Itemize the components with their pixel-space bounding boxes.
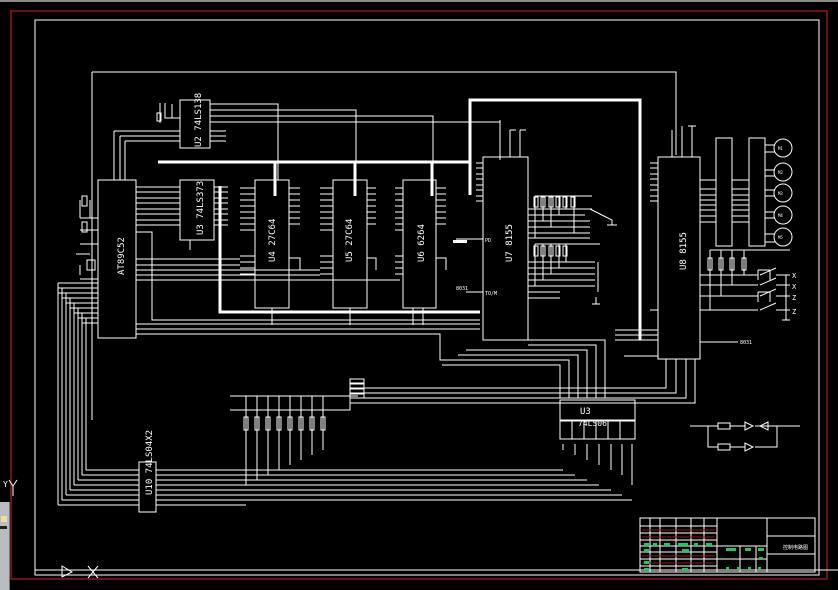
- u3-latch-chip[interactable]: [179, 179, 228, 250]
- title-block-drawing-title: 控制电路图: [783, 544, 808, 551]
- u10-label: U10 74LS04X2: [145, 430, 155, 495]
- motor-label-4: M4: [778, 213, 783, 218]
- u6-label: U6 6264: [417, 224, 427, 262]
- switch-label-1: X: [792, 272, 797, 280]
- display-part: 74LS06: [578, 419, 607, 428]
- u2-chip[interactable]: [114, 99, 501, 180]
- title-block: [639, 517, 816, 573]
- to-m-label: TO/M: [485, 291, 497, 297]
- window-top-bar: [0, 0, 838, 2]
- color-swatch[interactable]: [1, 516, 7, 522]
- title-block-green-cells: [644, 543, 764, 571]
- switch-label-2: X: [792, 283, 797, 291]
- data-bus: [158, 98, 642, 340]
- pd-label: PD: [485, 238, 491, 244]
- u2-label: U2 74LS138: [194, 93, 204, 147]
- u6-sram-chip[interactable]: [395, 179, 447, 325]
- mcu-chip[interactable]: [58, 131, 560, 361]
- motor-label-2: M2: [778, 170, 783, 175]
- u10-driver-chip[interactable]: [57, 283, 632, 513]
- inner-frame: [34, 19, 820, 576]
- net-8031-u8: 8031: [740, 340, 752, 346]
- motor-label-5: M5: [778, 235, 783, 240]
- display-ref: U3: [580, 407, 591, 417]
- switch-label-4: Z: [792, 308, 796, 316]
- sheet-border: [10, 10, 828, 580]
- tool-palette-panel[interactable]: [0, 502, 10, 590]
- u5-eprom-chip[interactable]: [320, 179, 377, 325]
- u4-eprom-chip[interactable]: [240, 179, 301, 325]
- motor-label-1: M1: [778, 146, 783, 151]
- ucs-icon: [8, 479, 838, 579]
- resistor-array: [230, 378, 365, 485]
- motor-label-3: M3: [778, 191, 783, 196]
- net-8031-u7: 8031: [456, 286, 468, 292]
- u7-label: U7 8155: [505, 224, 515, 262]
- palette-divider: [0, 526, 7, 529]
- u4-label: U4 27C64: [268, 219, 278, 262]
- u3-latch-label: U3 74LS373: [196, 181, 206, 235]
- u8-8155-chip[interactable]: [230, 125, 793, 411]
- mcu-label: AT89C52: [117, 237, 127, 275]
- seven-segment-display[interactable]: [559, 399, 636, 485]
- switch-label-3: Z: [792, 294, 796, 302]
- u8-label: U8 8155: [679, 232, 689, 270]
- top-rail-wire: [91, 71, 677, 420]
- ucs-y-label: Y: [3, 480, 8, 489]
- diode-network: [690, 421, 800, 452]
- u7-8155-chip[interactable]: [442, 120, 617, 398]
- u5-label: U5 27C64: [345, 219, 355, 262]
